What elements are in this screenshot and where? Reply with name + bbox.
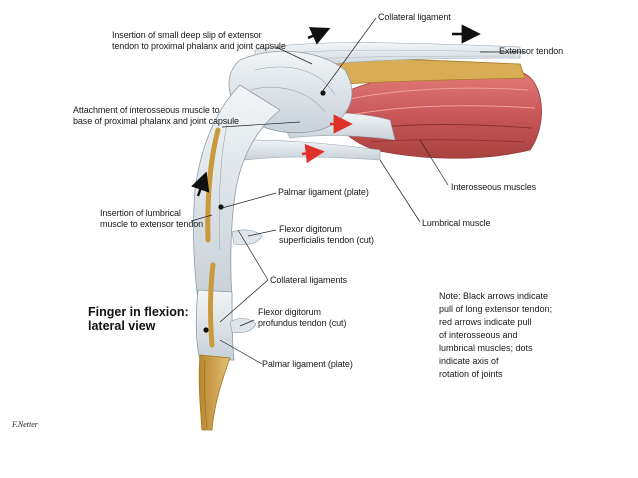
label-flexor-superficialis: Flexor digitorum superficialis tendon (c…	[279, 224, 374, 245]
label-insertion-lumbrical: Insertion of lumbrical muscle to extenso…	[100, 208, 204, 229]
label-insertion-small-slip: Insertion of small deep slip of extensor…	[112, 30, 286, 51]
label-interosseous-muscles: Interosseous muscles	[451, 182, 537, 192]
label-collateral-ligaments: Collateral ligaments	[270, 275, 348, 285]
flexor-superficialis-cut	[231, 229, 263, 246]
red-arrow-lumbrical	[301, 144, 325, 164]
label-collateral-ligament: Collateral ligament	[378, 12, 451, 22]
artist-signature: F.Netter	[12, 420, 38, 429]
label-palmar-ligament-top: Palmar ligament (plate)	[278, 187, 369, 197]
black-arrow-finger	[191, 171, 210, 197]
figure-note: Note: Black arrows indicate pull of long…	[439, 291, 553, 379]
leader-lines	[190, 17, 525, 365]
figure-title: Finger in flexion: lateral view	[88, 305, 189, 333]
label-attachment-interosseous: Attachment of interosseous muscle to bas…	[73, 105, 239, 126]
distal-phalanx	[198, 354, 231, 431]
label-lumbrical-muscle: Lumbrical muscle	[422, 218, 491, 228]
label-extensor-tendon: Extensor tendon	[499, 46, 564, 56]
label-flexor-profundus: Flexor digitorum profundus tendon (cut)	[258, 307, 347, 328]
black-arrow-extensor-1	[307, 27, 331, 45]
label-palmar-ligament-bottom: Palmar ligament (plate)	[262, 359, 353, 369]
